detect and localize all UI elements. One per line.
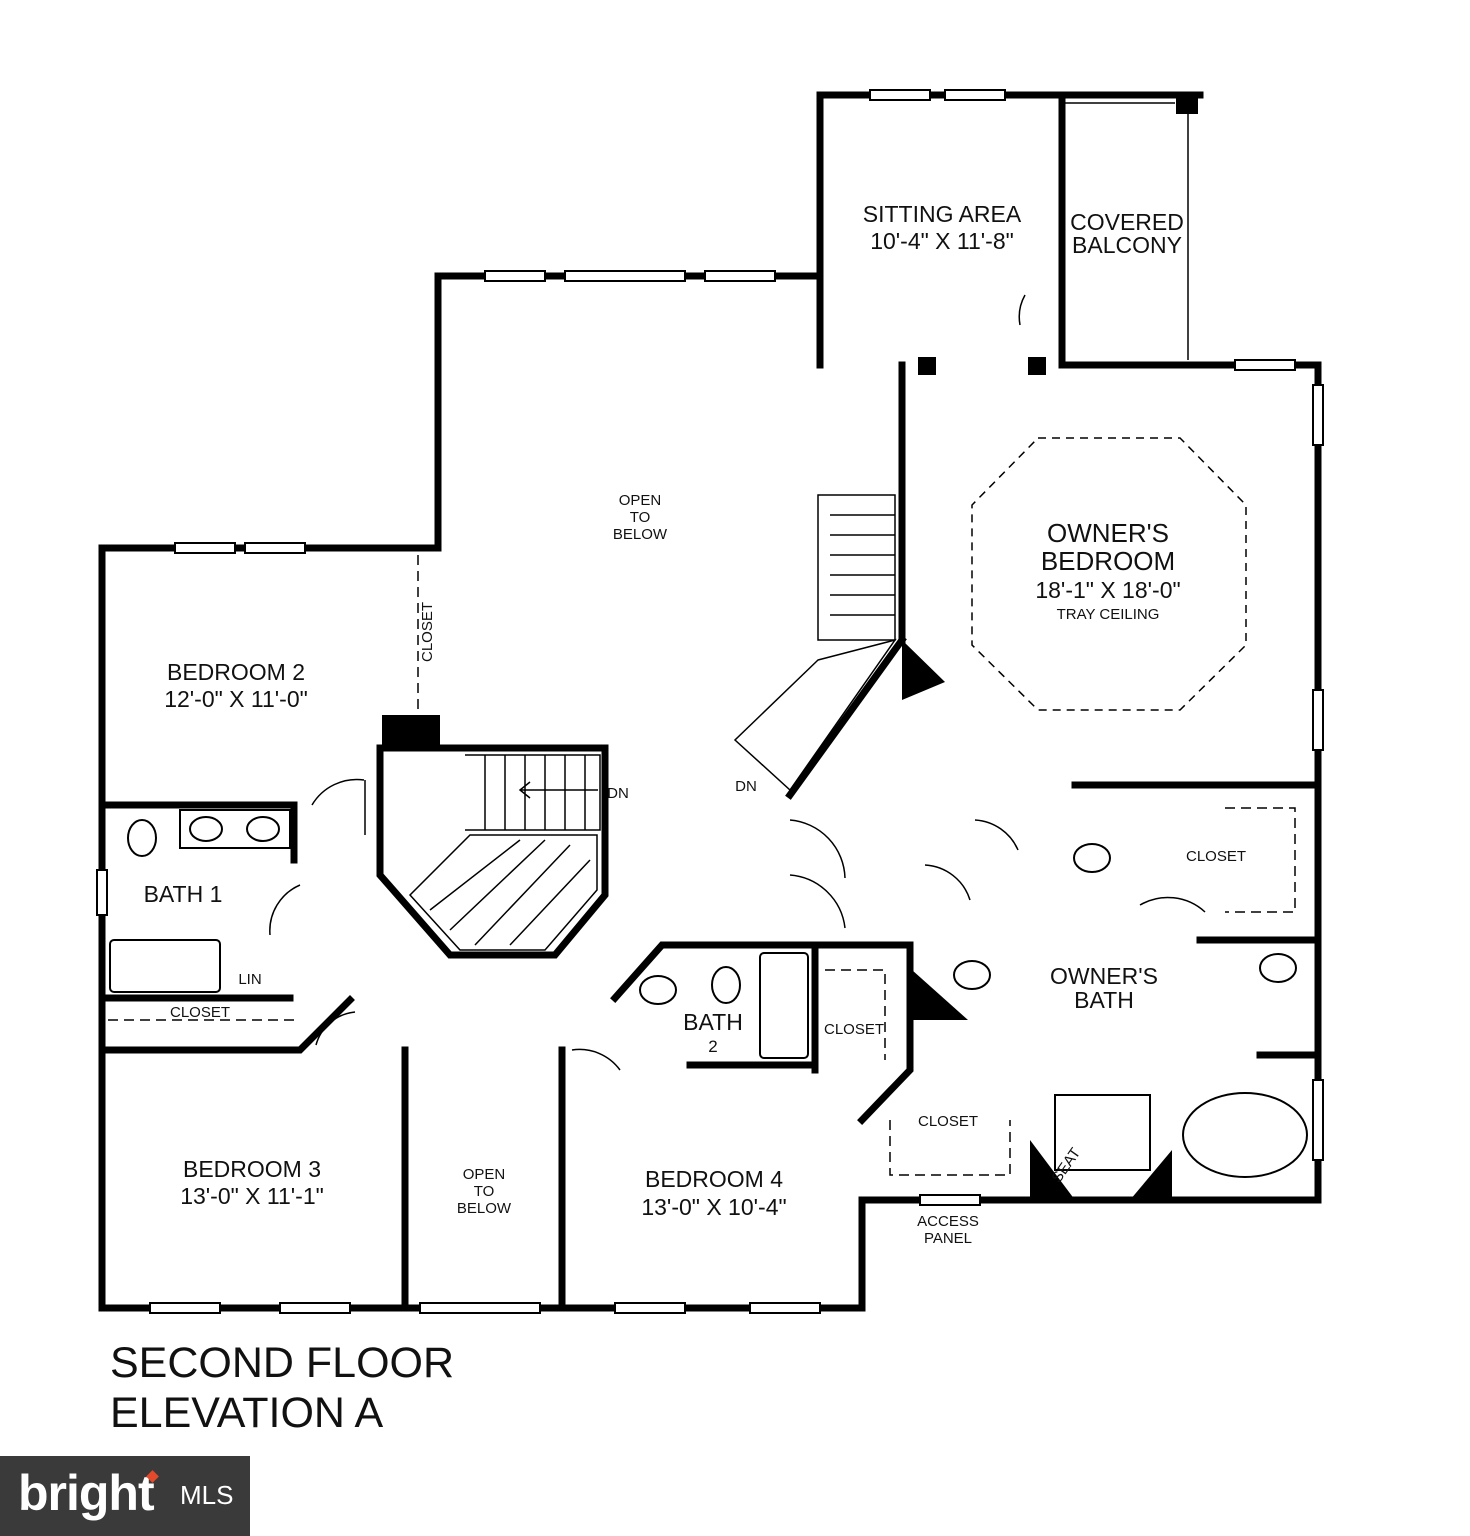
window [149, 1302, 221, 1314]
room-name: BALCONY [1072, 232, 1182, 258]
toilet-icon [711, 966, 741, 1004]
stair-label: DN [735, 778, 757, 795]
stairs-winder [408, 834, 598, 951]
shower-icon [1054, 1094, 1151, 1171]
window [419, 1302, 541, 1314]
room-name: OWNER'S [1050, 963, 1158, 989]
stairs-lower [465, 754, 601, 831]
room-name: COVERED [1070, 209, 1184, 235]
room-size: 12'-0" X 11'-0" [164, 686, 308, 712]
vanity [179, 809, 291, 849]
stair-label: DN [607, 785, 629, 802]
wall-bath2 [610, 941, 914, 1125]
room-name: BELOW [457, 1200, 512, 1217]
logo-brand: bright [18, 1465, 155, 1521]
room-name: CLOSET [170, 1004, 230, 1021]
bathtub-icon [109, 939, 221, 993]
wall-stair-diag [785, 635, 907, 800]
plan-subtitle: ELEVATION A [110, 1389, 384, 1437]
room-name: BATH [683, 1009, 743, 1035]
stairs-landing [733, 638, 897, 792]
window [1312, 384, 1324, 446]
stairs-upper [817, 494, 896, 641]
room-name: OWNER'S [1047, 518, 1169, 548]
window [614, 1302, 686, 1314]
doors [269, 294, 1206, 1071]
window [1234, 359, 1296, 371]
room-name: 2 [708, 1037, 717, 1056]
wall-owners-bedroom [1058, 361, 1322, 1204]
room-size: 10'-4" X 11'-8" [870, 228, 1014, 254]
room-name: PANEL [924, 1230, 972, 1247]
wall-stair-well [376, 744, 609, 959]
room-name: BEDROOM [1041, 546, 1175, 576]
tray-ceiling [971, 437, 1247, 711]
room-size: 13'-0" X 10'-4" [641, 1194, 786, 1220]
closet-shelf [108, 555, 1296, 1176]
room-name: BEDROOM 3 [183, 1156, 321, 1182]
column [918, 357, 936, 375]
window [704, 270, 776, 282]
window [1312, 689, 1324, 751]
stair-arrow-icon [518, 781, 598, 799]
column [1176, 92, 1198, 114]
column [912, 970, 968, 1020]
window [944, 89, 1006, 101]
window [244, 542, 306, 554]
bright-mls-logo: bright MLS [0, 1456, 250, 1536]
room-name: BELOW [613, 526, 668, 543]
room-name: ACCESS [917, 1213, 979, 1230]
room-name: BATH 1 [144, 881, 223, 907]
room-name: CLOSET [824, 1021, 884, 1038]
window [279, 1302, 351, 1314]
room-name: CLOSET [918, 1113, 978, 1130]
room-size: 13'-0" X 11'-1" [180, 1183, 324, 1209]
toilet-icon [127, 819, 157, 857]
room-note: TRAY CEILING [1057, 606, 1160, 623]
sink-icon [639, 975, 677, 1005]
bathtub-icon [759, 952, 809, 1059]
sink-icon [246, 816, 280, 842]
toilet-icon [1259, 953, 1297, 983]
column [902, 640, 945, 700]
room-name: SEAT [1048, 1145, 1084, 1186]
room-name: CLOSET [1186, 848, 1246, 865]
wall-left-exterior [98, 544, 1322, 1312]
wall-closet-bottom [98, 995, 355, 1054]
window [96, 869, 108, 916]
window [484, 270, 546, 282]
sink-icon [189, 816, 223, 842]
room-name: LIN [238, 971, 261, 988]
wall-open-above [434, 272, 819, 552]
room-name: BEDROOM 4 [645, 1166, 783, 1192]
room-name: TO [630, 509, 651, 526]
room-name: BEDROOM 2 [167, 659, 305, 685]
column [1030, 1140, 1075, 1200]
plan-title: SECOND FLOOR [110, 1339, 455, 1387]
window [919, 1194, 981, 1206]
room-size: 18'-1" X 18'-0" [1035, 577, 1180, 603]
wall-sitting-area [816, 91, 1066, 369]
bathtub-icon [1182, 1092, 1308, 1178]
column [1028, 357, 1046, 375]
column [382, 715, 440, 750]
window [749, 1302, 821, 1314]
room-name: SITTING AREA [863, 201, 1022, 227]
room-name: TO [474, 1183, 495, 1200]
logo-suffix: MLS [180, 1480, 234, 1510]
sink-icon [953, 960, 991, 990]
room-name: OPEN [619, 492, 662, 509]
window [174, 542, 236, 554]
room-name: CLOSET [419, 602, 436, 662]
floor-plan: SITTING AREA 10'-4" X 11'-8" COVERED BAL… [96, 89, 1324, 1314]
wall-bedroom2-bottom [98, 801, 298, 864]
room-name: OPEN [463, 1166, 506, 1183]
column [1130, 1150, 1172, 1200]
window [564, 270, 686, 282]
room-name: BATH [1074, 987, 1134, 1013]
window [869, 89, 931, 101]
window [1312, 1079, 1324, 1161]
sink-icon [1073, 843, 1111, 873]
balcony-rail [1062, 102, 1189, 360]
